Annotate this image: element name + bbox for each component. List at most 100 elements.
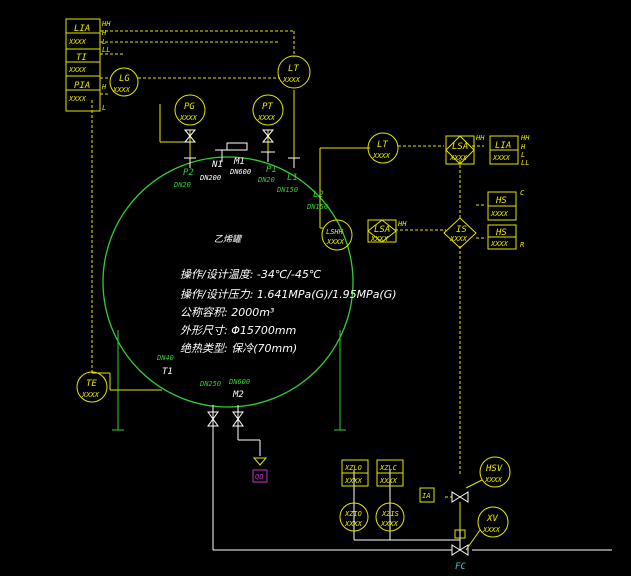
hsv-tag: XXXX bbox=[484, 476, 503, 484]
qo-label: QO bbox=[255, 473, 263, 481]
instrument-labels: LG XXXX LT XXXX PG XXXX PT XXXX LT XXXX … bbox=[81, 64, 503, 534]
lia-right-hh: HH bbox=[520, 134, 530, 142]
lt-right-tag: XXXX bbox=[372, 152, 391, 160]
nozzle-p1-dn: DN20 bbox=[257, 176, 275, 184]
spec-line-2: 操作/设计压力: 1.641MPa(G)/1.95MPa(G) bbox=[180, 288, 397, 301]
fc-label: FC bbox=[455, 562, 466, 572]
xzlc-tag: XXXX bbox=[379, 477, 398, 485]
pia-tag: XXXX bbox=[68, 95, 87, 103]
te-tag: XXXX bbox=[81, 391, 100, 399]
lia-label: LIA bbox=[74, 24, 90, 34]
process-lines-white bbox=[212, 405, 612, 551]
valves bbox=[183, 129, 469, 556]
fc-valve bbox=[451, 544, 469, 556]
lt-top-tag: XXXX bbox=[282, 76, 301, 84]
lia-right-h: H bbox=[520, 143, 526, 151]
nozzle-m2: M2 bbox=[232, 390, 244, 400]
spec-line-1: 操作/设计温度: -34℃/-45℃ bbox=[180, 268, 322, 281]
lg-tag: XXXX bbox=[112, 86, 131, 94]
lshh-tag: XXXX bbox=[326, 238, 345, 246]
lg-label: LG bbox=[119, 74, 130, 84]
xzlo-tag: XXXX bbox=[344, 477, 363, 485]
lt-right-label: LT bbox=[377, 140, 388, 150]
xzio-tag: XXXX bbox=[344, 520, 363, 528]
nozzle-t1-dn: DN40 bbox=[156, 354, 174, 362]
pg-label: PG bbox=[184, 102, 195, 112]
pt-label: PT bbox=[262, 102, 273, 112]
lia-right-label: LIA bbox=[495, 141, 511, 151]
lia-h: H bbox=[101, 29, 107, 37]
lia-tag: XXXX bbox=[68, 38, 87, 46]
instrument-bubbles bbox=[76, 55, 511, 538]
qo-box bbox=[252, 469, 268, 483]
actuator-stem bbox=[454, 479, 483, 551]
pg-tag: XXXX bbox=[179, 114, 198, 122]
lia-hh: HH bbox=[101, 20, 111, 28]
hs-2-label: HS bbox=[495, 228, 507, 238]
m2-valve bbox=[232, 411, 244, 427]
lsa-2-tag: XXXX bbox=[370, 235, 389, 243]
pia-h: H bbox=[101, 83, 107, 91]
xv-label: XV bbox=[486, 514, 498, 524]
ia-label: IA bbox=[422, 492, 430, 500]
nozzle-l2: L2 bbox=[313, 190, 324, 200]
pt-tag: XXXX bbox=[257, 114, 276, 122]
ti-tag: XXXX bbox=[68, 66, 87, 74]
te-label: TE bbox=[86, 379, 97, 389]
hs-1-c: C bbox=[520, 189, 525, 197]
signal-lines bbox=[91, 30, 486, 498]
m2-valve-yellow bbox=[252, 457, 268, 466]
nozzle-t1: T1 bbox=[162, 367, 173, 377]
xzlo-label: XZLO bbox=[344, 464, 362, 472]
xzlc-label: XZLC bbox=[379, 464, 398, 472]
hsv-valve bbox=[451, 491, 469, 503]
xzis-tag: XXXX bbox=[380, 520, 399, 528]
is-tag: XXXX bbox=[449, 235, 468, 243]
pia-l: L bbox=[102, 104, 106, 112]
ethylene-tank-shell bbox=[102, 156, 354, 408]
pia-label: PIA bbox=[74, 81, 90, 91]
hs-2-r: R bbox=[520, 241, 524, 249]
hsv-label: HSV bbox=[485, 464, 503, 474]
nozzle-l1-dn: DN150 bbox=[276, 186, 298, 194]
hs-1-tag: XXXX bbox=[490, 210, 509, 218]
right-panel-labels: LSA XXXX HH LIA XXXX HH H L LL LSA XXXX … bbox=[370, 134, 530, 572]
spec-line-4: 外形尺寸: Φ15700mm bbox=[180, 324, 296, 337]
nozzle-m1: M1 bbox=[233, 157, 245, 167]
lsa-1-hh: HH bbox=[475, 134, 485, 142]
spec-line-5: 绝热类型: 保冷(70mm) bbox=[180, 342, 297, 355]
pt-isolation-valve bbox=[261, 129, 275, 143]
bottom-drain-valve bbox=[207, 411, 219, 427]
nozzle-n1: N1 bbox=[211, 160, 223, 170]
lia-right-l: L bbox=[521, 151, 525, 159]
spec-line-3: 公称容积: 2000m³ bbox=[180, 306, 275, 319]
xv-tag: XXXX bbox=[482, 526, 501, 534]
xzio-label: XZIO bbox=[344, 510, 362, 518]
hs-1-label: HS bbox=[495, 196, 507, 206]
lia-ll: LL bbox=[102, 46, 110, 54]
ti-label: TI bbox=[76, 53, 87, 63]
tank-name: 乙烯罐 bbox=[214, 234, 243, 245]
lsa-2-hh: HH bbox=[397, 220, 407, 228]
xzis-label: XZIS bbox=[381, 510, 399, 518]
lsa-1-tag: XXXX bbox=[449, 154, 468, 162]
nozzle-bottom-dn: DN250 bbox=[199, 380, 221, 388]
lt-top-label: LT bbox=[288, 64, 299, 74]
alarm-panel-top-left: LIA XXXX TI XXXX PIA XXXX HH H L LL H L bbox=[65, 18, 111, 112]
nozzle-m2-dn: DN600 bbox=[228, 378, 250, 386]
limit-switch-boxes bbox=[341, 459, 404, 487]
tank-spec: 操作/设计温度: -34℃/-45℃ 操作/设计压力: 1.641MPa(G)/… bbox=[180, 268, 397, 355]
lia-right-tag: XXXX bbox=[492, 154, 511, 162]
nozzle-p2: P2 bbox=[183, 168, 194, 178]
lsa-1-label: LSA bbox=[452, 142, 468, 152]
tank-legs bbox=[112, 330, 346, 431]
right-control-panel bbox=[367, 135, 519, 503]
lia-l: L bbox=[102, 38, 106, 46]
nozzle-p1: P1 bbox=[266, 165, 277, 175]
lsa-2-label: LSA bbox=[374, 225, 390, 235]
nozzle-l2-dn: DN150 bbox=[306, 203, 328, 211]
lia-right-ll: LL bbox=[521, 159, 529, 167]
lshh-label: LSHH bbox=[326, 228, 344, 236]
nozzle-n1-dn: DN200 bbox=[199, 174, 221, 182]
